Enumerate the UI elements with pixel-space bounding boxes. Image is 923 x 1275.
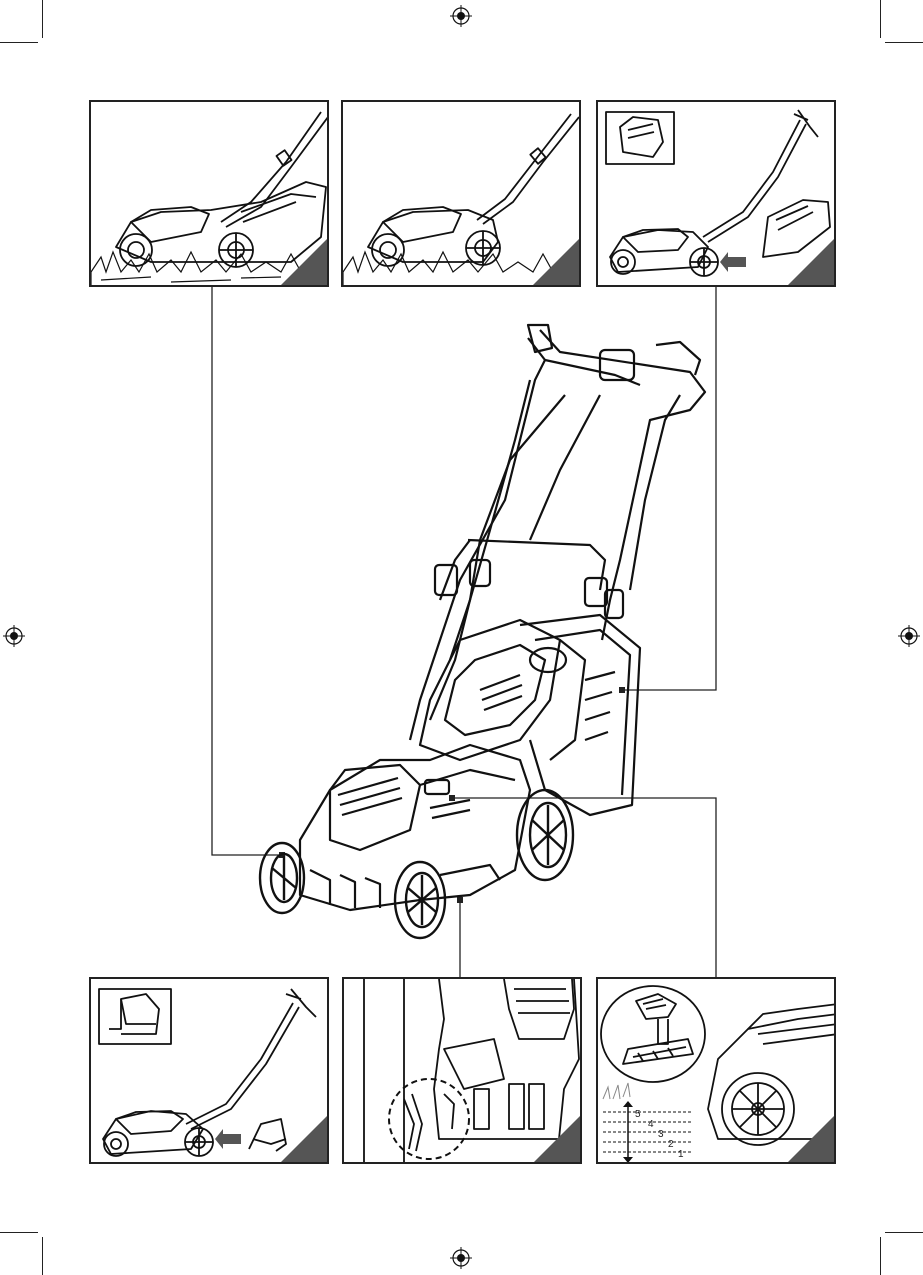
panel-corner-marker [531, 237, 581, 287]
panel-height-adjust: 5 4 3 2 1 [596, 977, 836, 1164]
height-level-label: 1 [678, 1149, 684, 1160]
height-level-label: 3 [658, 1129, 664, 1140]
height-level-label: 5 [635, 1109, 641, 1120]
panel-grass-box-attach [596, 100, 836, 287]
panel-corner-marker [786, 1114, 836, 1164]
panel-corner-marker [279, 1114, 329, 1164]
panel-mulch-insert [89, 977, 329, 1164]
panel-handle-raised [341, 100, 581, 287]
panel-corner-marker [786, 237, 836, 287]
height-level-label: 4 [648, 1119, 654, 1130]
panel-safety-detail [342, 977, 582, 1164]
panel-corner-marker [532, 1114, 582, 1164]
panel-handle-folded [89, 100, 329, 287]
panel-corner-marker [279, 237, 329, 287]
height-level-label: 2 [668, 1139, 674, 1150]
